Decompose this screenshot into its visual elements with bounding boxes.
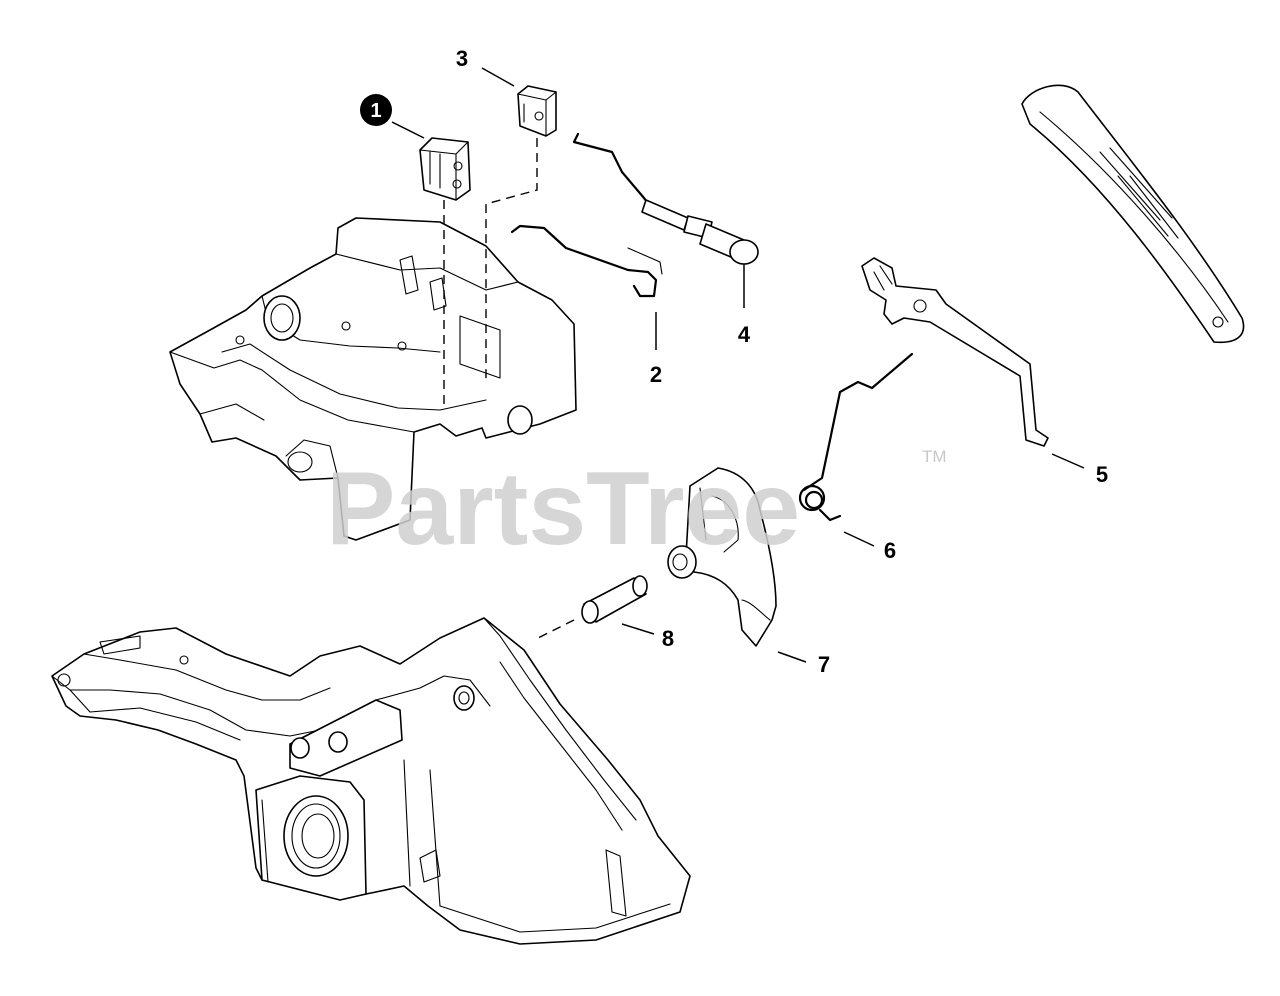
callout-1-badge [360, 94, 392, 126]
part-6-spring[interactable] [798, 352, 914, 522]
callout-4-label[interactable]: 4 [738, 322, 751, 347]
callout-8-label[interactable]: 8 [662, 626, 674, 651]
watermark-text: PartsTree [326, 451, 800, 567]
leader-lines [391, 67, 1085, 663]
part-1-clip[interactable] [419, 137, 471, 201]
callout-7-label[interactable]: 7 [818, 652, 830, 677]
part-3-clip[interactable] [517, 85, 557, 137]
callout-2-label[interactable]: 2 [650, 362, 662, 387]
handle-cover-part[interactable] [1021, 84, 1245, 344]
part-2-rod[interactable] [510, 224, 663, 298]
part-5-lever[interactable] [861, 257, 1049, 447]
part-8-pin[interactable] [581, 575, 648, 624]
part-4-rod[interactable] [572, 132, 759, 265]
callout-1-label: 1 [370, 100, 381, 122]
rear-handle-frame [169, 217, 577, 541]
callout-5-label[interactable]: 5 [1096, 462, 1108, 487]
part-7-trigger[interactable] [667, 467, 777, 647]
callout-6-label[interactable]: 6 [884, 538, 896, 563]
lower-handle-housing [51, 617, 691, 945]
callout-3-label[interactable]: 3 [456, 46, 468, 71]
callout-1[interactable]: 1 [360, 94, 392, 126]
assembly-lines [443, 138, 575, 641]
watermark-trademark: TM [922, 447, 947, 466]
